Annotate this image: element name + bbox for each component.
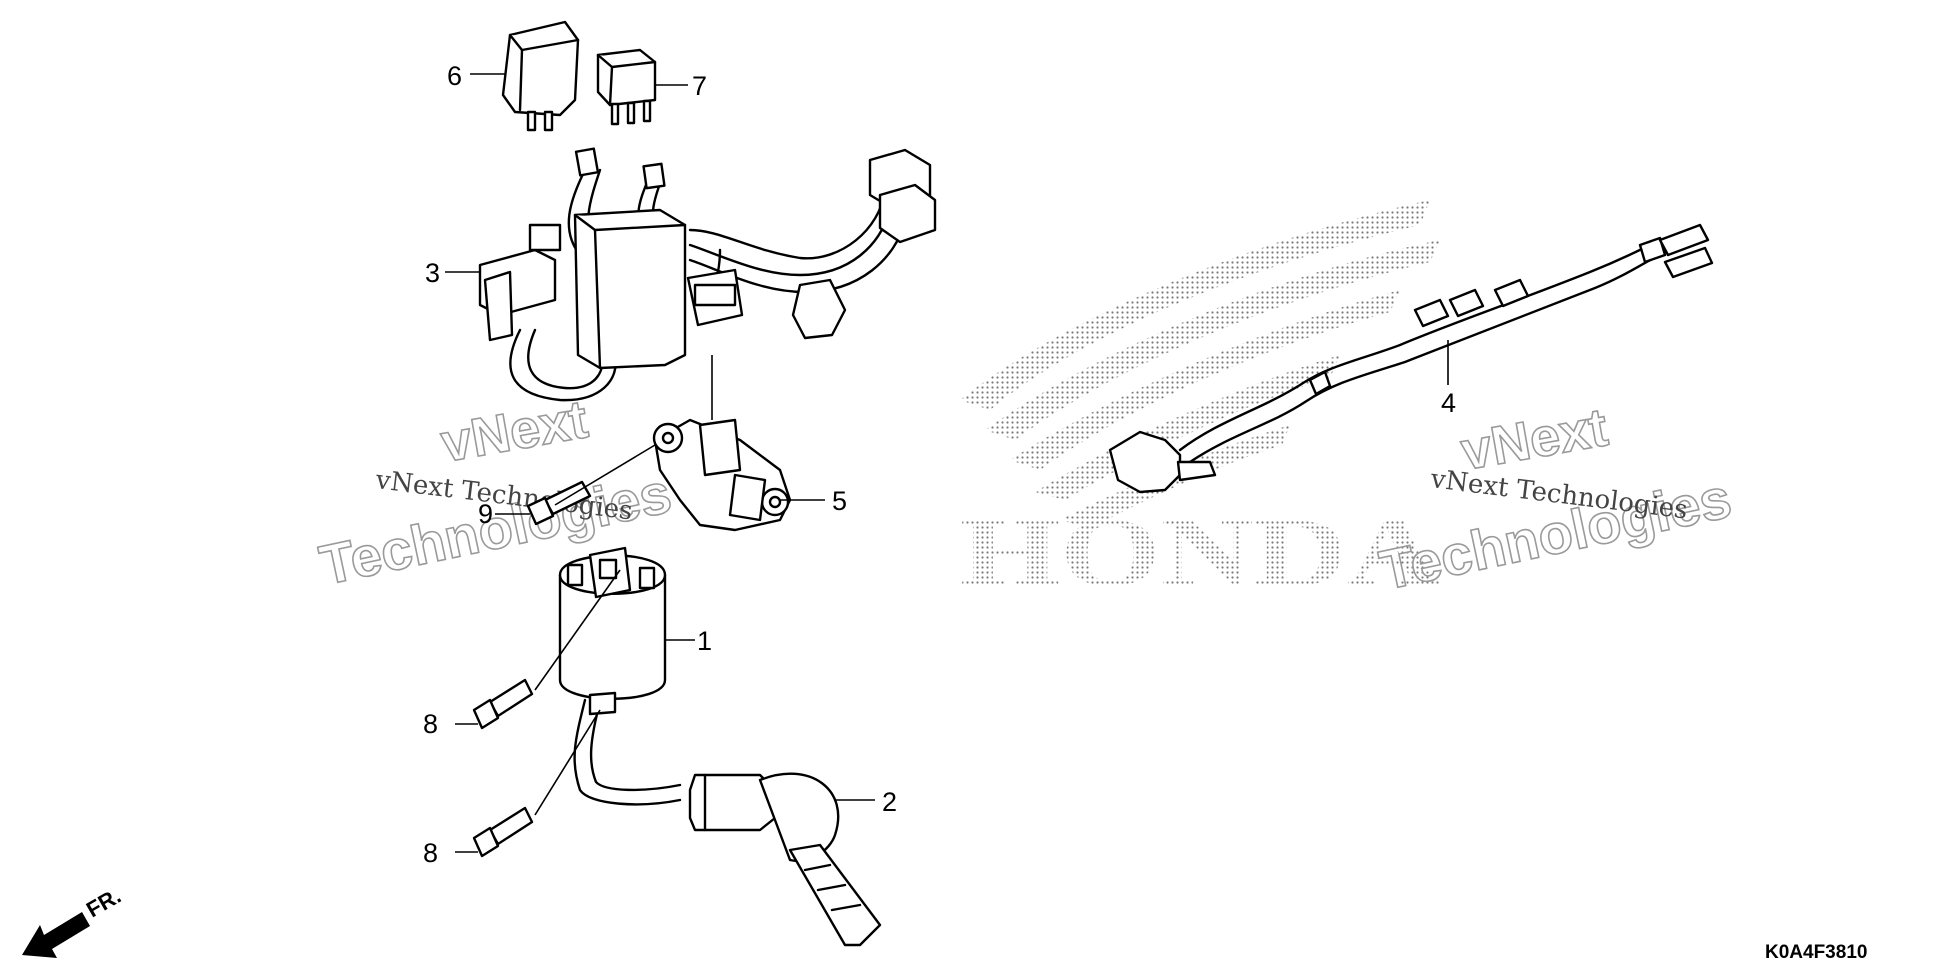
callout-2: 2 — [882, 787, 897, 817]
callout-8-lower: 8 — [423, 838, 438, 868]
callout-8-upper: 8 — [423, 709, 438, 739]
part-1-ignition-coil — [558, 546, 682, 806]
callout-4: 4 — [1441, 388, 1456, 418]
callout-1: 1 — [697, 626, 712, 656]
leader-lines — [445, 73, 1449, 853]
part-8-bolt-lower — [472, 806, 534, 858]
honda-wing-logo: HONDA — [960, 200, 1440, 607]
part-6-relay — [501, 20, 580, 132]
part-5-sensor — [652, 418, 792, 532]
part-7-relay — [596, 48, 657, 126]
callouts: 6 7 3 4 5 9 1 8 2 8 — [423, 61, 1456, 868]
part-2-plug-cap — [688, 772, 882, 947]
watermark-left-line1: vNext — [437, 389, 592, 474]
part-8-bolt-upper — [472, 678, 534, 730]
front-arrow-icon — [22, 912, 90, 958]
callout-7: 7 — [692, 71, 707, 101]
callout-5: 5 — [832, 486, 847, 516]
part-3-wire-harness — [478, 147, 937, 402]
callout-3: 3 — [425, 258, 440, 288]
front-label: FR. — [82, 883, 125, 922]
front-direction-indicator: FR. — [22, 883, 125, 958]
diagram-code: K0A4F3810 — [1765, 942, 1867, 963]
honda-logo-text: HONDA — [960, 499, 1440, 607]
callout-6: 6 — [447, 61, 462, 91]
callout-9: 9 — [478, 499, 493, 529]
part-4-sub-harness — [1108, 223, 1714, 494]
